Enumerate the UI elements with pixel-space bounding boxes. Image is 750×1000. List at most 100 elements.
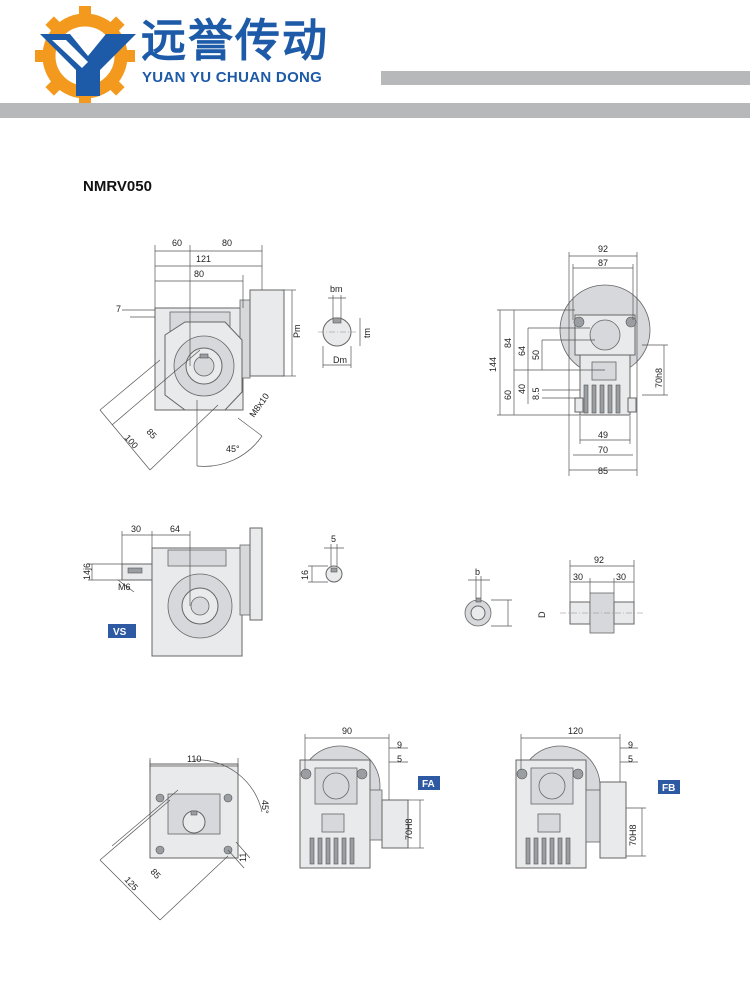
vs-flange-neck — [239, 544, 251, 616]
fb-badge-label: FB — [662, 783, 675, 794]
dim-key-tm: tm — [362, 328, 372, 338]
vs-badge — [108, 624, 136, 638]
dim-flange-85: 85 — [149, 867, 163, 881]
dim-main-7: 7 — [116, 304, 121, 314]
main-motor-flange — [249, 289, 285, 377]
vs-key-slot — [330, 567, 338, 573]
dim-double-92: 92 — [594, 555, 604, 565]
dim-side-144: 144 — [488, 357, 498, 372]
dim-flange-45deg: 45° — [260, 800, 270, 814]
dim-double-30-left: 30 — [573, 572, 583, 582]
flange-hole-3 — [155, 845, 165, 855]
vs-shaft-key — [127, 567, 143, 574]
vs-flange — [249, 527, 263, 621]
dim-vs-m6: M6 — [118, 582, 131, 592]
dim-main-60: 60 — [172, 238, 182, 248]
key-slot — [332, 317, 342, 324]
fb-flange-neck — [585, 789, 601, 843]
dim-side-60: 60 — [503, 390, 513, 400]
fa-bolt-1 — [300, 768, 312, 780]
main-view: 60 80 121 80 7 Pm 85 100 M8x10 45° — [99, 238, 302, 471]
dim-vs-14j6: 14j6 — [82, 563, 92, 580]
hollow-bore — [470, 605, 486, 621]
dim-fb-120: 120 — [568, 726, 583, 736]
dim-main-121: 121 — [196, 254, 211, 264]
side-view: 92 87 144 84 60 64 50 40 8.5 70h8 49 70 … — [488, 244, 668, 476]
dim-main-100: 100 — [123, 433, 140, 451]
dim-hollow-b: b — [475, 567, 480, 577]
dim-side-49: 49 — [598, 430, 608, 440]
dim-key-bm: bm — [330, 284, 343, 294]
dim-side-85: 85 — [598, 466, 608, 476]
dim-side-70: 70 — [598, 445, 608, 455]
dim-side-40: 40 — [517, 384, 527, 394]
fb-hub — [538, 772, 566, 800]
vs-badge-label: VS — [113, 627, 127, 638]
vs-top-ribs — [167, 549, 227, 567]
side-foot-right — [627, 397, 637, 413]
dim-hollow-d: D — [537, 611, 547, 618]
dim-flange-110: 110 — [187, 754, 201, 764]
header-bar-short — [381, 71, 750, 85]
dim-side-87: 87 — [598, 258, 608, 268]
side-window — [591, 361, 617, 381]
fa-view: 90 9 5 70H8 FA — [299, 726, 440, 869]
dim-double-30-right: 30 — [616, 572, 626, 582]
dim-fb-5: 5 — [628, 754, 633, 764]
dim-side-92: 92 — [598, 244, 608, 254]
dim-vs-30: 30 — [131, 524, 141, 534]
dim-side-50: 50 — [531, 350, 541, 360]
dim-side-64: 64 — [517, 346, 527, 356]
vs-view: 30 64 14j6 M6 VS — [82, 524, 263, 657]
dim-flange-11: 11 — [238, 853, 248, 862]
flange-view: 110 45° 85 125 11 — [99, 754, 270, 921]
dim-main-80-top: 80 — [222, 238, 232, 248]
model-title: NMRV050 — [83, 178, 152, 195]
dim-vs-key-5: 5 — [331, 534, 336, 544]
main-bore — [193, 355, 215, 377]
dim-side-84: 84 — [503, 338, 513, 348]
vs-key-detail: 5 16 — [300, 534, 344, 583]
side-foot-left — [574, 397, 584, 413]
dim-fb-9: 9 — [628, 740, 633, 750]
dim-main-45deg: 45° — [226, 444, 240, 454]
fb-bolt-1 — [516, 768, 528, 780]
dim-vs-key-16: 16 — [300, 570, 310, 580]
dim-side-70h8: 70h8 — [654, 368, 664, 388]
side-bolt-2 — [625, 316, 637, 328]
dim-main-pm: Pm — [292, 325, 302, 339]
key-detail: bm Dm tm — [318, 284, 372, 368]
dim-fa-90: 90 — [342, 726, 352, 736]
brand-name-cn: 远誉传动 — [141, 14, 330, 67]
side-hub — [589, 319, 621, 351]
hollow-detail: b D — [464, 567, 547, 627]
dim-side-8-5: 8.5 — [531, 387, 541, 400]
fb-output-flange — [599, 781, 627, 859]
vs-key-shaft — [325, 565, 343, 583]
dim-vs-64: 64 — [170, 524, 180, 534]
vs-bore — [190, 596, 210, 616]
dim-flange-125: 125 — [123, 875, 140, 893]
fa-badge — [418, 776, 440, 790]
dim-fa-9: 9 — [397, 740, 402, 750]
fb-view: 120 9 5 70H8 FB — [515, 726, 680, 869]
dim-fa-70h8: 70H8 — [404, 818, 414, 840]
dim-main-85: 85 — [145, 427, 159, 441]
dim-fb-70h8: 70H8 — [628, 824, 638, 846]
dim-main-bolt: M8x10 — [247, 391, 271, 419]
fb-badge — [658, 780, 680, 794]
fa-window — [321, 813, 345, 833]
main-keyway — [199, 353, 209, 359]
fa-flange-neck — [369, 789, 383, 841]
dim-key-dm: Dm — [333, 355, 347, 365]
fa-badge-label: FA — [422, 779, 435, 790]
fa-hub — [322, 772, 350, 800]
flange-keyway — [190, 810, 198, 816]
flange-hole-2 — [223, 793, 233, 803]
side-bolt-1 — [573, 316, 585, 328]
flange-hole-1 — [155, 793, 165, 803]
header-bar-long — [0, 103, 750, 118]
fa-bolt-2 — [356, 768, 368, 780]
fb-bolt-2 — [572, 768, 584, 780]
